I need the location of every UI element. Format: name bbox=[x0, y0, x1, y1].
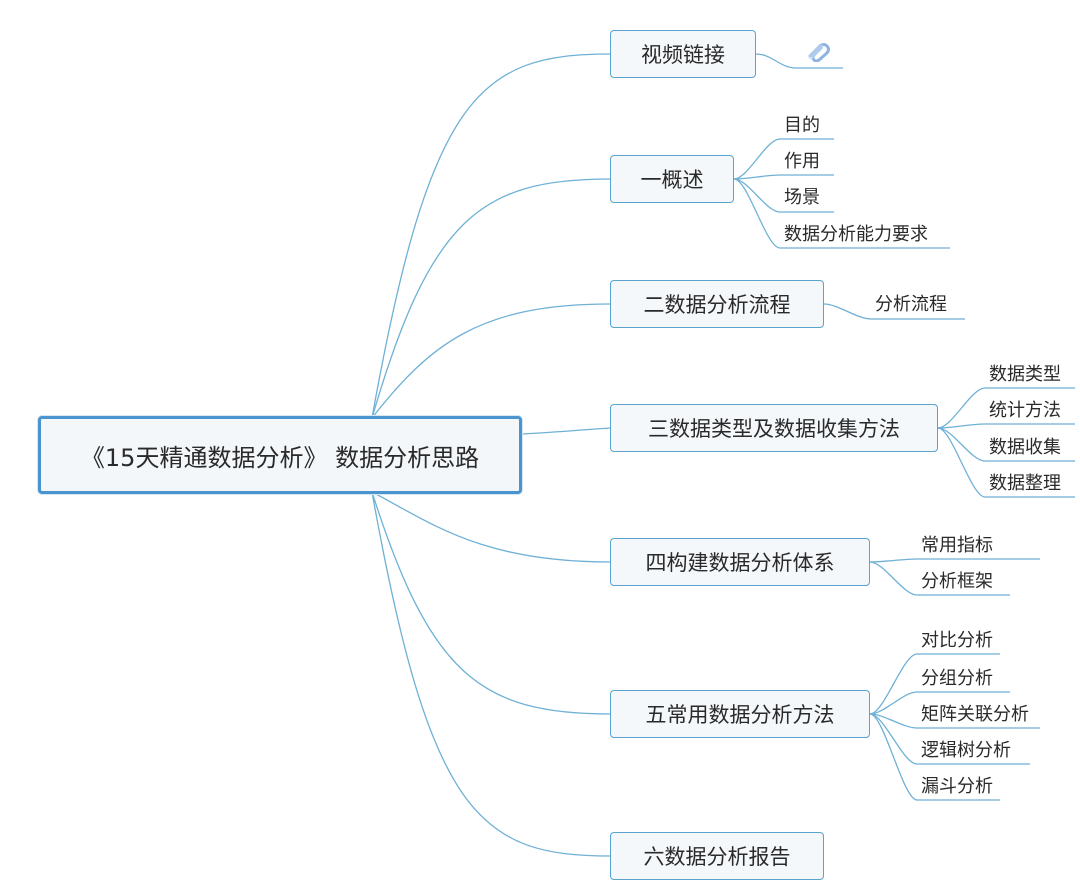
child-branch-line bbox=[755, 53, 843, 69]
leaf-ability-requirements[interactable]: 数据分析能力要求 bbox=[784, 224, 928, 245]
child-branch-line bbox=[937, 423, 1075, 429]
leaf-comparison-analysis[interactable]: 对比分析 bbox=[921, 630, 993, 651]
leaf-statistical-methods[interactable]: 统计方法 bbox=[989, 400, 1061, 421]
child-branch-line bbox=[937, 427, 1075, 498]
child-branch-line bbox=[823, 303, 965, 320]
root-branch-line bbox=[371, 303, 611, 419]
leaf-function[interactable]: 作用 bbox=[784, 151, 820, 172]
root-branch-line bbox=[371, 491, 611, 857]
leaf-analysis-framework[interactable]: 分析框架 bbox=[921, 571, 993, 592]
leaf-scenario[interactable]: 场景 bbox=[784, 187, 820, 208]
leaf-data-cleaning[interactable]: 数据整理 bbox=[989, 473, 1061, 494]
child-branch-line bbox=[869, 653, 1000, 715]
child-branch-line bbox=[733, 178, 950, 249]
child-branch-line bbox=[869, 561, 1010, 596]
root-branch-line bbox=[521, 427, 611, 435]
child-branch-line bbox=[733, 178, 834, 213]
branch-analysis-methods[interactable]: 五常用数据分析方法 bbox=[610, 690, 870, 738]
leaf-common-metrics[interactable]: 常用指标 bbox=[921, 535, 993, 556]
attachment-clip-icon[interactable] bbox=[806, 42, 832, 62]
root-branch-line bbox=[371, 178, 611, 419]
leaf-data-types[interactable]: 数据类型 bbox=[989, 364, 1061, 385]
branch-analysis-system[interactable]: 四构建数据分析体系 bbox=[610, 538, 870, 586]
root-branch-line bbox=[371, 491, 611, 715]
branch-overview[interactable]: 一概述 bbox=[610, 155, 734, 203]
root-branch-line bbox=[371, 53, 611, 419]
child-branch-line bbox=[869, 691, 1010, 715]
branch-video-link[interactable]: 视频链接 bbox=[610, 30, 756, 78]
leaf-matrix-analysis[interactable]: 矩阵关联分析 bbox=[921, 704, 1029, 725]
child-branch-line bbox=[733, 174, 834, 180]
root-branch-line bbox=[371, 491, 611, 563]
branch-data-types[interactable]: 三数据类型及数据收集方法 bbox=[610, 404, 938, 452]
branch-analysis-process[interactable]: 二数据分析流程 bbox=[610, 280, 824, 328]
leaf-group-analysis[interactable]: 分组分析 bbox=[921, 668, 993, 689]
leaf-logic-tree-analysis[interactable]: 逻辑树分析 bbox=[921, 740, 1011, 761]
leaf-purpose[interactable]: 目的 bbox=[784, 115, 820, 136]
leaf-funnel-analysis[interactable]: 漏斗分析 bbox=[921, 776, 993, 797]
root-topic[interactable]: 《15天精通数据分析》 数据分析思路 bbox=[38, 416, 522, 494]
leaf-data-collection[interactable]: 数据收集 bbox=[989, 437, 1061, 458]
leaf-analysis-flow[interactable]: 分析流程 bbox=[875, 294, 947, 315]
child-branch-line bbox=[869, 713, 1030, 765]
child-branch-line bbox=[869, 713, 1040, 729]
branch-analysis-report[interactable]: 六数据分析报告 bbox=[610, 832, 824, 880]
child-branch-line bbox=[937, 427, 1075, 462]
child-branch-line bbox=[869, 713, 1000, 801]
child-branch-line bbox=[733, 138, 834, 180]
child-branch-line bbox=[937, 387, 1075, 429]
child-branch-line bbox=[869, 558, 1040, 563]
